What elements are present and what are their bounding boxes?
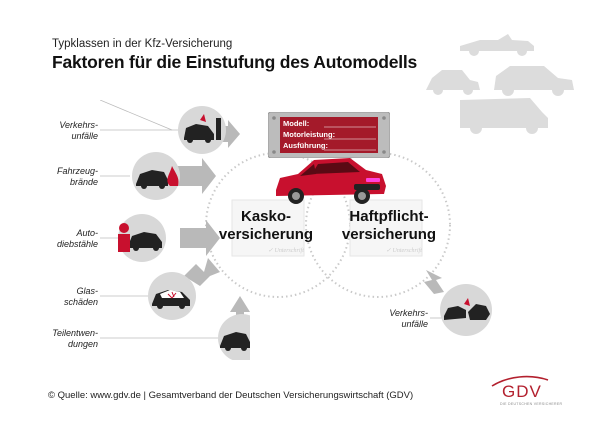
plate-row-model: Modell: <box>283 119 310 128</box>
source-footer: © Quelle: www.gdv.de | Gesamtverband der… <box>48 390 414 401</box>
gdv-logo-subtext: DIE DEUTSCHEN VERSICHERER <box>500 402 563 406</box>
car-fire-icon <box>132 152 180 200</box>
subtitle: Typklassen in der Kfz-Versicherung <box>52 38 233 50</box>
insurance-circles: ✓ Unterschrift ✓ Unterschrift <box>205 152 451 298</box>
plate-row-power: Motorleistung: <box>283 130 336 139</box>
van-silhouette-icon <box>460 98 548 134</box>
gdv-logo: GDV <box>502 382 542 401</box>
right-factor <box>424 270 492 336</box>
kasko-label: Kasko- versicherung <box>218 208 314 243</box>
type-plate <box>268 112 390 158</box>
broken-windshield-icon <box>148 272 196 320</box>
factor-label-accidents: Verkehrs-unfälle <box>59 120 98 141</box>
arrow-4 <box>184 258 220 286</box>
arrow-right-factor <box>424 270 444 294</box>
haftpflicht-label: Haftpflicht- versicherung <box>341 208 437 243</box>
car-crash-icon <box>178 106 226 154</box>
arrow-2 <box>176 158 216 194</box>
convertible-silhouette-icon <box>460 34 534 56</box>
car-theft-icon <box>118 214 166 262</box>
factor-label-glass: Glas-schäden <box>63 286 98 307</box>
arrow-5 <box>230 296 250 324</box>
collision-icon <box>440 284 492 336</box>
factor-label-parts: Teilentwen-dungen <box>52 328 98 349</box>
suv-silhouette-icon <box>494 66 574 96</box>
haftpflicht-document-icon <box>349 199 423 257</box>
factor-label-fires: Fahrzeug-brände <box>56 166 98 187</box>
red-car-icon <box>276 158 386 204</box>
gdv-logo-swoosh <box>491 375 549 387</box>
left-factors <box>100 100 250 360</box>
page-title: Faktoren für die Einstufung des Automode… <box>52 52 418 72</box>
svg-text:✓ Unterschrift: ✓ Unterschrift <box>386 247 422 254</box>
vehicle-silhouettes <box>426 34 574 134</box>
kasko-document-icon <box>231 199 305 257</box>
factor-label-right-accidents: Verkehrs-unfälle <box>389 308 428 329</box>
parts-theft-icon <box>218 314 250 360</box>
plate-row-version: Ausführung: <box>283 141 328 150</box>
svg-text:✓ Unterschrift: ✓ Unterschrift <box>268 247 304 254</box>
arrow-3 <box>180 220 220 256</box>
hatchback-silhouette-icon <box>426 70 480 95</box>
factor-label-theft: Auto-diebstähle <box>56 228 98 249</box>
